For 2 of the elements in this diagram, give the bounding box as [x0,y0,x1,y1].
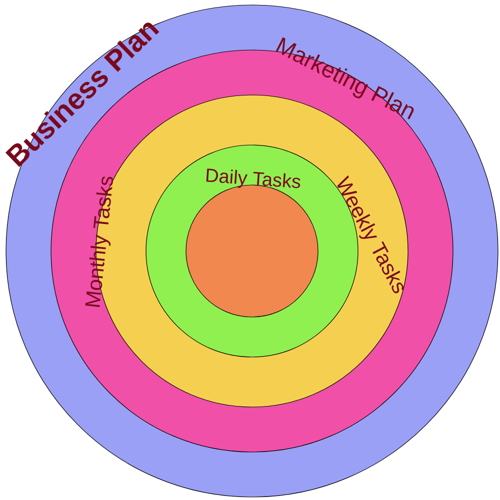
ring-label: Daily Tasks [206,168,300,188]
ring-label: Monthly Tasks [85,176,114,308]
